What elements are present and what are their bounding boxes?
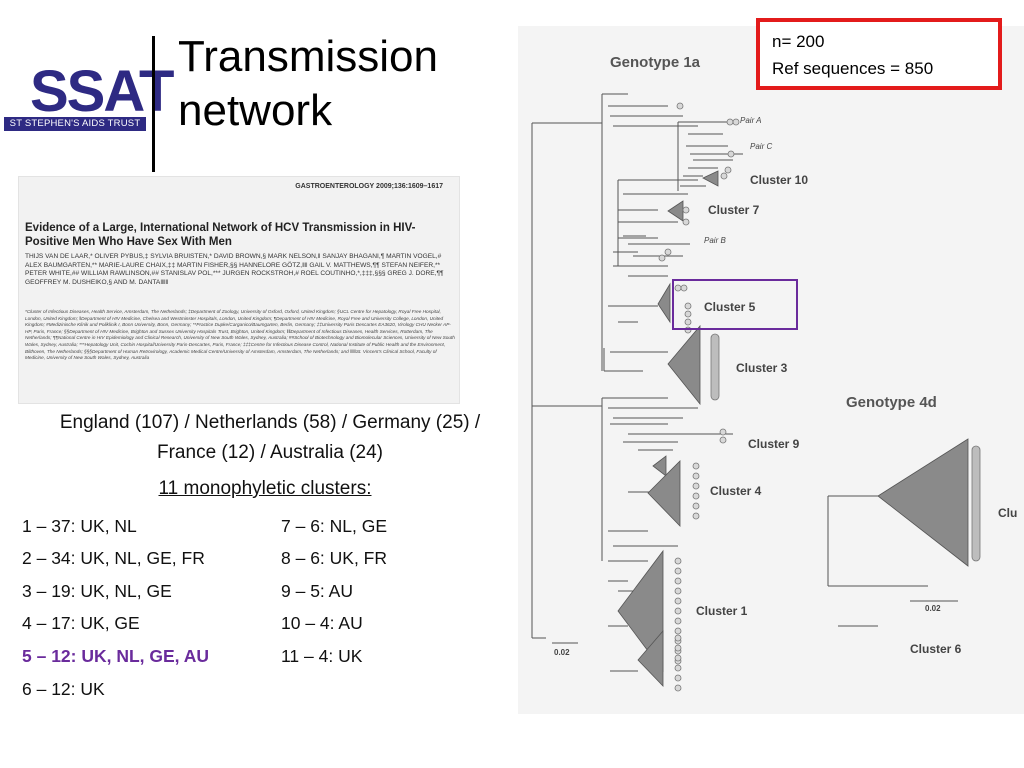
cluster-list-item: 3 – 19: UK, NL, GE — [22, 581, 172, 601]
paper-affiliations: *Cluster of Infectious Diseases, Health … — [25, 309, 455, 361]
cluster-list-item: 1 – 37: UK, NL — [22, 516, 137, 536]
countries-text: England (107) / Netherlands (58) / Germa… — [0, 408, 540, 468]
paper-excerpt-image: GASTROENTEROLOGY 2009;136:1609–1617 Evid… — [18, 176, 460, 404]
cluster-cut-label: Clu — [998, 506, 1018, 520]
slide-title-line2: network — [178, 86, 333, 135]
cluster-3-label: Cluster 3 — [736, 361, 788, 375]
scale-bar-1a-label: 0.02 — [554, 648, 570, 657]
slide-title-line1: Transmission — [178, 32, 438, 81]
cluster-list-item: 7 – 6: NL, GE — [281, 516, 388, 536]
cluster-5-label: Cluster 5 — [704, 300, 756, 314]
paper-authors: THIJS VAN DE LAAR,* OLIVER PYBUS,‡ SYLVI… — [25, 253, 444, 286]
cluster-10-label: Cluster 10 — [750, 173, 809, 187]
cluster-list-item: 6 – 12: UK — [22, 679, 105, 699]
title-divider — [152, 36, 155, 172]
ssat-logo-tagline: ST STEPHEN'S AIDS TRUST — [4, 117, 146, 131]
phylogenetic-tree-figure: Genotype 1a Genotype 4d Pair A Pair C Pa… — [518, 26, 1024, 714]
cluster-list-item-highlighted: 5 – 12: UK, NL, GE, AU — [22, 646, 210, 666]
phylogenetic-tree-drawing — [531, 93, 981, 692]
ssat-logo-letters: SSAT — [30, 59, 174, 124]
cluster-list-item: 10 – 4: AU — [281, 613, 363, 633]
cluster-5-highlight-box — [672, 279, 798, 330]
reference-sequences-text: Ref sequences = 850 — [772, 59, 934, 78]
clusters-heading: 11 monophyletic clusters: — [158, 478, 372, 499]
sample-size-text: n= 200 — [772, 32, 825, 51]
cluster-list-item: 4 – 17: UK, GE — [22, 613, 140, 633]
paper-journal: GASTROENTEROLOGY 2009;136:1609–1617 — [295, 183, 443, 190]
cluster-7-label: Cluster 7 — [708, 203, 760, 217]
sample-info-box: n= 200 Ref sequences = 850 — [756, 18, 1002, 90]
pair-a-label: Pair A — [740, 116, 762, 125]
cluster-9-label: Cluster 9 — [748, 437, 800, 451]
cluster-4-label: Cluster 4 — [710, 484, 762, 498]
cluster-list-item: 8 – 6: UK, FR — [281, 548, 388, 568]
cluster-6-label: Cluster 6 — [910, 642, 962, 656]
cluster-list-item: 2 – 34: UK, NL, GE, FR — [22, 548, 205, 568]
pair-c-label: Pair C — [750, 142, 773, 151]
slide-title: Transmission network — [178, 30, 438, 138]
cluster-list-item: 11 – 4: UK — [281, 646, 363, 666]
scale-bar-4d-label: 0.02 — [925, 604, 941, 613]
pair-b-label: Pair B — [704, 236, 726, 245]
countries-line1: England (107) / Netherlands (58) / Germa… — [59, 412, 481, 433]
cluster-1-label: Cluster 1 — [696, 604, 748, 618]
paper-title: Evidence of a Large, International Netwo… — [25, 222, 416, 248]
genotype-4d-label: Genotype 4d — [846, 394, 937, 411]
countries-line2: France (12) / Australia (24) — [157, 442, 383, 463]
genotype-1a-label: Genotype 1a — [610, 54, 701, 71]
cluster-list-item: 9 – 5: AU — [281, 581, 353, 601]
